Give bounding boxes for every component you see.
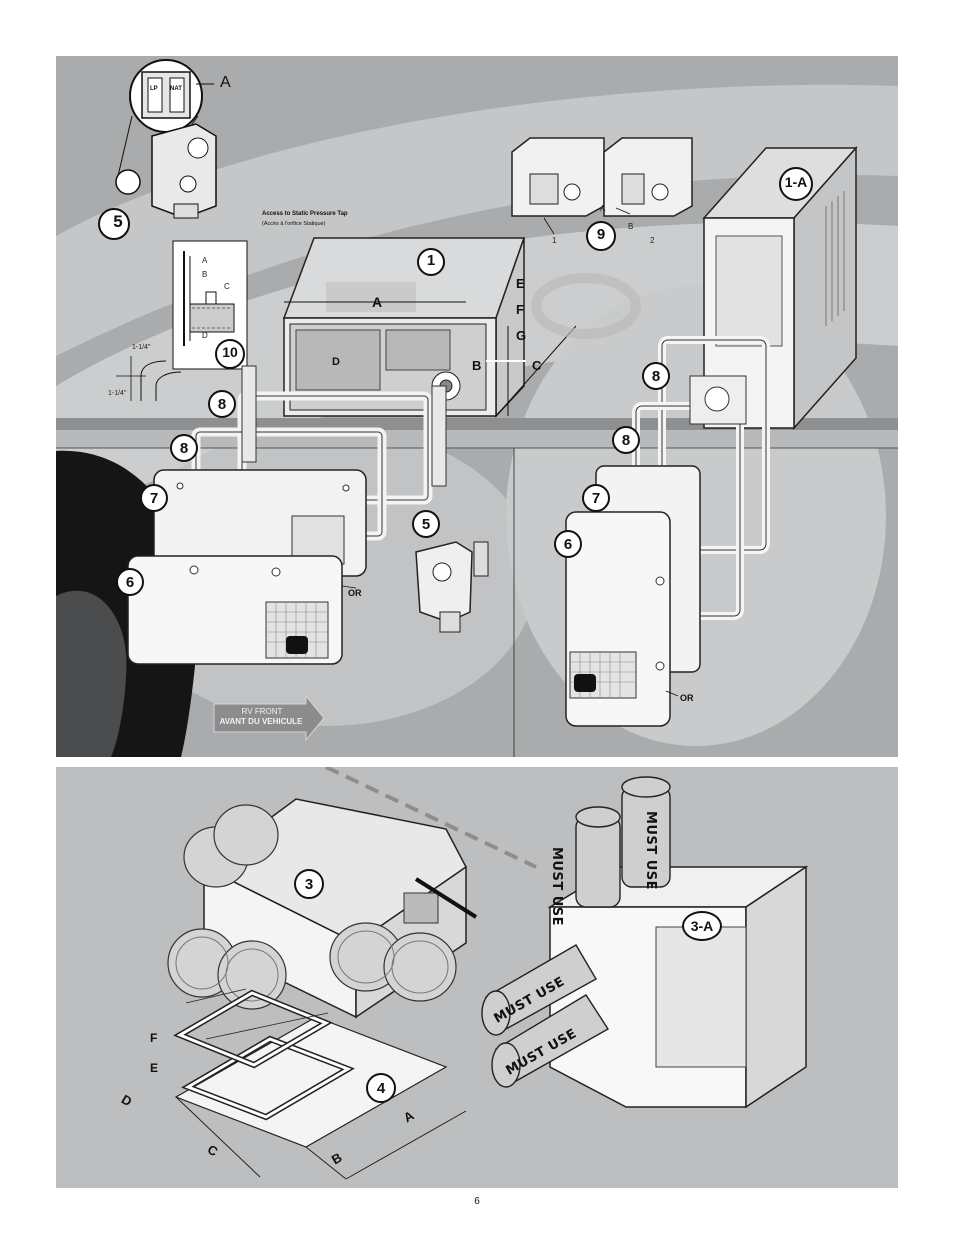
detail-5-nat: NAT <box>170 86 182 92</box>
detail-9-2: 2 <box>650 236 655 245</box>
callout-7-right: 7 <box>582 484 610 512</box>
rv-front-en: RV FRONT <box>241 707 283 716</box>
bottom-dim-f: F <box>150 1031 158 1045</box>
bottom-illustration <box>167 767 809 1180</box>
corner-dim-2: 1-1/4" <box>108 390 127 397</box>
static-tap-note-fr: (Accès à l'orifice Statique) <box>262 221 326 227</box>
callout-3: 3 <box>294 869 324 899</box>
callout-9 <box>586 221 616 251</box>
static-tap-note-en: Access to Static Pressure Tap <box>262 211 348 217</box>
callout-8-left-top: 8 <box>208 390 236 418</box>
detail-10-b: B <box>202 270 208 279</box>
gas-valve-mid <box>415 541 473 623</box>
dim-g: G <box>516 328 527 343</box>
rv-front-fr: AVANT DU VEHICULE <box>219 717 303 726</box>
template-4 <box>174 1016 448 1148</box>
dim-a: A <box>372 294 383 310</box>
detail-10-c: C <box>224 282 230 291</box>
detail-9-1: 1 <box>552 236 557 245</box>
or-left: OR <box>348 588 362 598</box>
detail-10-a: A <box>202 256 208 265</box>
dim-e: E <box>516 276 525 291</box>
wall-rail <box>56 418 898 430</box>
detail-9-a: A <box>600 204 606 213</box>
page-number: 6 <box>474 1196 480 1207</box>
callout-5-mid: 5 <box>412 510 440 538</box>
dim-d: D <box>332 356 340 368</box>
callout-8-left-bottom: 8 <box>170 434 198 462</box>
callout-7-left: 7 <box>140 484 168 512</box>
detail-5-lp: LP <box>150 86 158 92</box>
dim-c: C <box>532 358 542 373</box>
callout-1 <box>417 248 445 276</box>
callout-8-right-bottom: 8 <box>612 426 640 454</box>
callout-1a-label: 1-A <box>784 174 808 190</box>
dim-b: B <box>472 358 482 373</box>
corner-dim-1: 1-1/4" <box>132 344 151 351</box>
wheel-hub <box>56 590 127 757</box>
callout-6-right: 6 <box>554 530 582 558</box>
must-use-label-1: MUST USE <box>549 847 564 927</box>
or-right: OR <box>680 693 694 703</box>
callout-10-label: 10 <box>222 344 238 360</box>
detail-9-b: B <box>628 222 634 231</box>
callout-1-label: 1 <box>426 252 436 269</box>
detail-10-d: D <box>202 331 208 340</box>
callout-5-top-label: 5 <box>113 212 123 231</box>
callout-4: 4 <box>366 1073 396 1103</box>
dim-f: F <box>516 302 524 317</box>
bottom-dim-e: E <box>150 1061 159 1075</box>
callout-6-left: 6 <box>116 568 144 596</box>
callout-8-right-top: 8 <box>642 362 670 390</box>
rv-front-arrow <box>213 694 325 742</box>
top-diagram-panel: 5 10 1 9 1-A 8 8 7 6 8 8 7 6 5 A NAT LP … <box>56 56 898 757</box>
callout-1a <box>779 167 813 201</box>
top-illustration <box>56 59 898 757</box>
callout-3a: 3-A <box>682 911 722 941</box>
callout-5-top <box>98 208 130 240</box>
detail-9-latch-2 <box>603 137 693 217</box>
callout-9-label: 9 <box>596 226 606 243</box>
bottom-diagram-panel: 3 4 3-A A B C D E F MUST USE MUST USE MU… <box>56 767 898 1188</box>
detail-5-label-a: A <box>220 74 231 91</box>
callout-10 <box>215 339 245 369</box>
must-use-label-2: MUST USE <box>643 811 658 891</box>
